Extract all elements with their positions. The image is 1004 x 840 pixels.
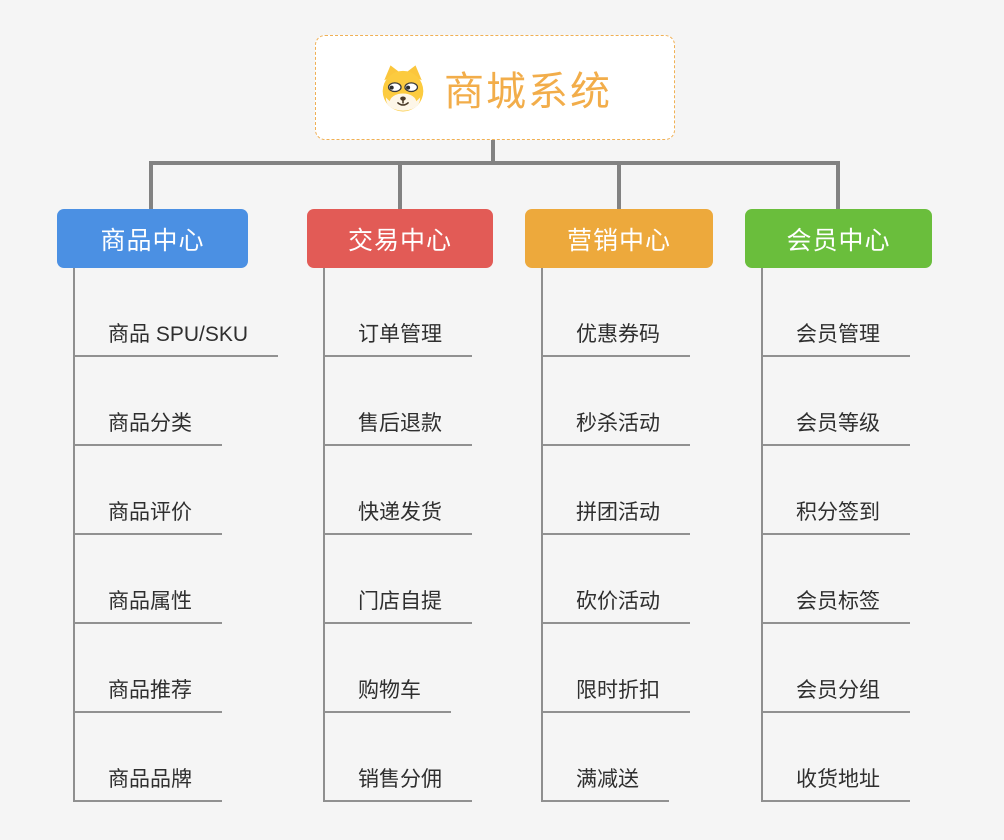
connector-root-drop bbox=[491, 139, 495, 165]
leaf-row: 会员标签 bbox=[763, 535, 910, 624]
branch-member-center[interactable]: 会员中心 bbox=[745, 209, 932, 268]
connector-drop-member bbox=[836, 162, 840, 209]
branch-trade-center[interactable]: 交易中心 bbox=[307, 209, 493, 268]
connector-drop-trade bbox=[398, 162, 402, 209]
connector-horizontal bbox=[149, 161, 840, 165]
leaf-row: 收货地址 bbox=[763, 713, 910, 802]
leaf-points-checkin[interactable]: 积分签到 bbox=[763, 496, 910, 535]
leaf-row: 限时折扣 bbox=[543, 624, 690, 713]
leaf-full-reduction[interactable]: 满减送 bbox=[543, 763, 669, 802]
branch-product-children: 商品 SPU/SKU 商品分类 商品评价 商品属性 商品推荐 商品品牌 bbox=[73, 268, 279, 802]
leaf-row: 购物车 bbox=[325, 624, 472, 713]
leaf-row: 商品属性 bbox=[75, 535, 278, 624]
leaf-row: 快递发货 bbox=[325, 446, 472, 535]
leaf-shopping-cart[interactable]: 购物车 bbox=[325, 674, 451, 713]
leaf-row: 商品分类 bbox=[75, 357, 278, 446]
branch-member-children: 会员管理 会员等级 积分签到 会员标签 会员分组 收货地址 bbox=[761, 268, 910, 802]
connector-drop-marketing bbox=[617, 162, 621, 209]
leaf-order-management[interactable]: 订单管理 bbox=[325, 318, 472, 357]
leaf-row: 订单管理 bbox=[325, 268, 472, 357]
dog-face-icon bbox=[378, 63, 428, 113]
leaf-product-attribute[interactable]: 商品属性 bbox=[75, 585, 222, 624]
leaf-row: 商品品牌 bbox=[75, 713, 278, 802]
leaf-after-sale-refund[interactable]: 售后退款 bbox=[325, 407, 472, 446]
leaf-product-recommend[interactable]: 商品推荐 bbox=[75, 674, 222, 713]
leaf-row: 满减送 bbox=[543, 713, 690, 802]
leaf-row: 商品推荐 bbox=[75, 624, 278, 713]
leaf-product-spu-sku[interactable]: 商品 SPU/SKU bbox=[75, 318, 279, 357]
branch-marketing-children: 优惠券码 秒杀活动 拼团活动 砍价活动 限时折扣 满减送 bbox=[541, 268, 690, 802]
root-node[interactable]: 商城系统 bbox=[315, 35, 675, 140]
leaf-row: 优惠券码 bbox=[543, 268, 690, 357]
leaf-row: 商品 SPU/SKU bbox=[75, 268, 279, 357]
leaf-row: 售后退款 bbox=[325, 357, 472, 446]
leaf-row: 积分签到 bbox=[763, 446, 910, 535]
leaf-row: 销售分佣 bbox=[325, 713, 472, 802]
connector-drop-product bbox=[149, 162, 153, 209]
leaf-member-tag[interactable]: 会员标签 bbox=[763, 585, 910, 624]
leaf-member-level[interactable]: 会员等级 bbox=[763, 407, 910, 446]
leaf-row: 会员管理 bbox=[763, 268, 910, 357]
leaf-limited-time-discount[interactable]: 限时折扣 bbox=[543, 674, 690, 713]
root-title: 商城系统 bbox=[444, 69, 612, 114]
leaf-product-category[interactable]: 商品分类 bbox=[75, 407, 222, 446]
leaf-store-pickup[interactable]: 门店自提 bbox=[325, 585, 472, 624]
leaf-row: 门店自提 bbox=[325, 535, 472, 624]
leaf-shipping-address[interactable]: 收货地址 bbox=[763, 763, 910, 802]
leaf-group-buy[interactable]: 拼团活动 bbox=[543, 496, 690, 535]
leaf-row: 会员等级 bbox=[763, 357, 910, 446]
leaf-sales-commission[interactable]: 销售分佣 bbox=[325, 763, 472, 802]
leaf-row: 砍价活动 bbox=[543, 535, 690, 624]
leaf-product-review[interactable]: 商品评价 bbox=[75, 496, 222, 535]
leaf-row: 秒杀活动 bbox=[543, 357, 690, 446]
leaf-bargain-activity[interactable]: 砍价活动 bbox=[543, 585, 690, 624]
leaf-member-management[interactable]: 会员管理 bbox=[763, 318, 910, 357]
leaf-express-delivery[interactable]: 快递发货 bbox=[325, 496, 472, 535]
leaf-product-brand[interactable]: 商品品牌 bbox=[75, 763, 222, 802]
leaf-member-group[interactable]: 会员分组 bbox=[763, 674, 910, 713]
branch-marketing-center[interactable]: 营销中心 bbox=[525, 209, 713, 268]
branch-product-center[interactable]: 商品中心 bbox=[57, 209, 248, 268]
leaf-row: 拼团活动 bbox=[543, 446, 690, 535]
leaf-row: 商品评价 bbox=[75, 446, 278, 535]
branch-trade-children: 订单管理 售后退款 快递发货 门店自提 购物车 销售分佣 bbox=[323, 268, 472, 802]
leaf-row: 会员分组 bbox=[763, 624, 910, 713]
leaf-flash-sale[interactable]: 秒杀活动 bbox=[543, 407, 690, 446]
leaf-coupon-code[interactable]: 优惠券码 bbox=[543, 318, 690, 357]
